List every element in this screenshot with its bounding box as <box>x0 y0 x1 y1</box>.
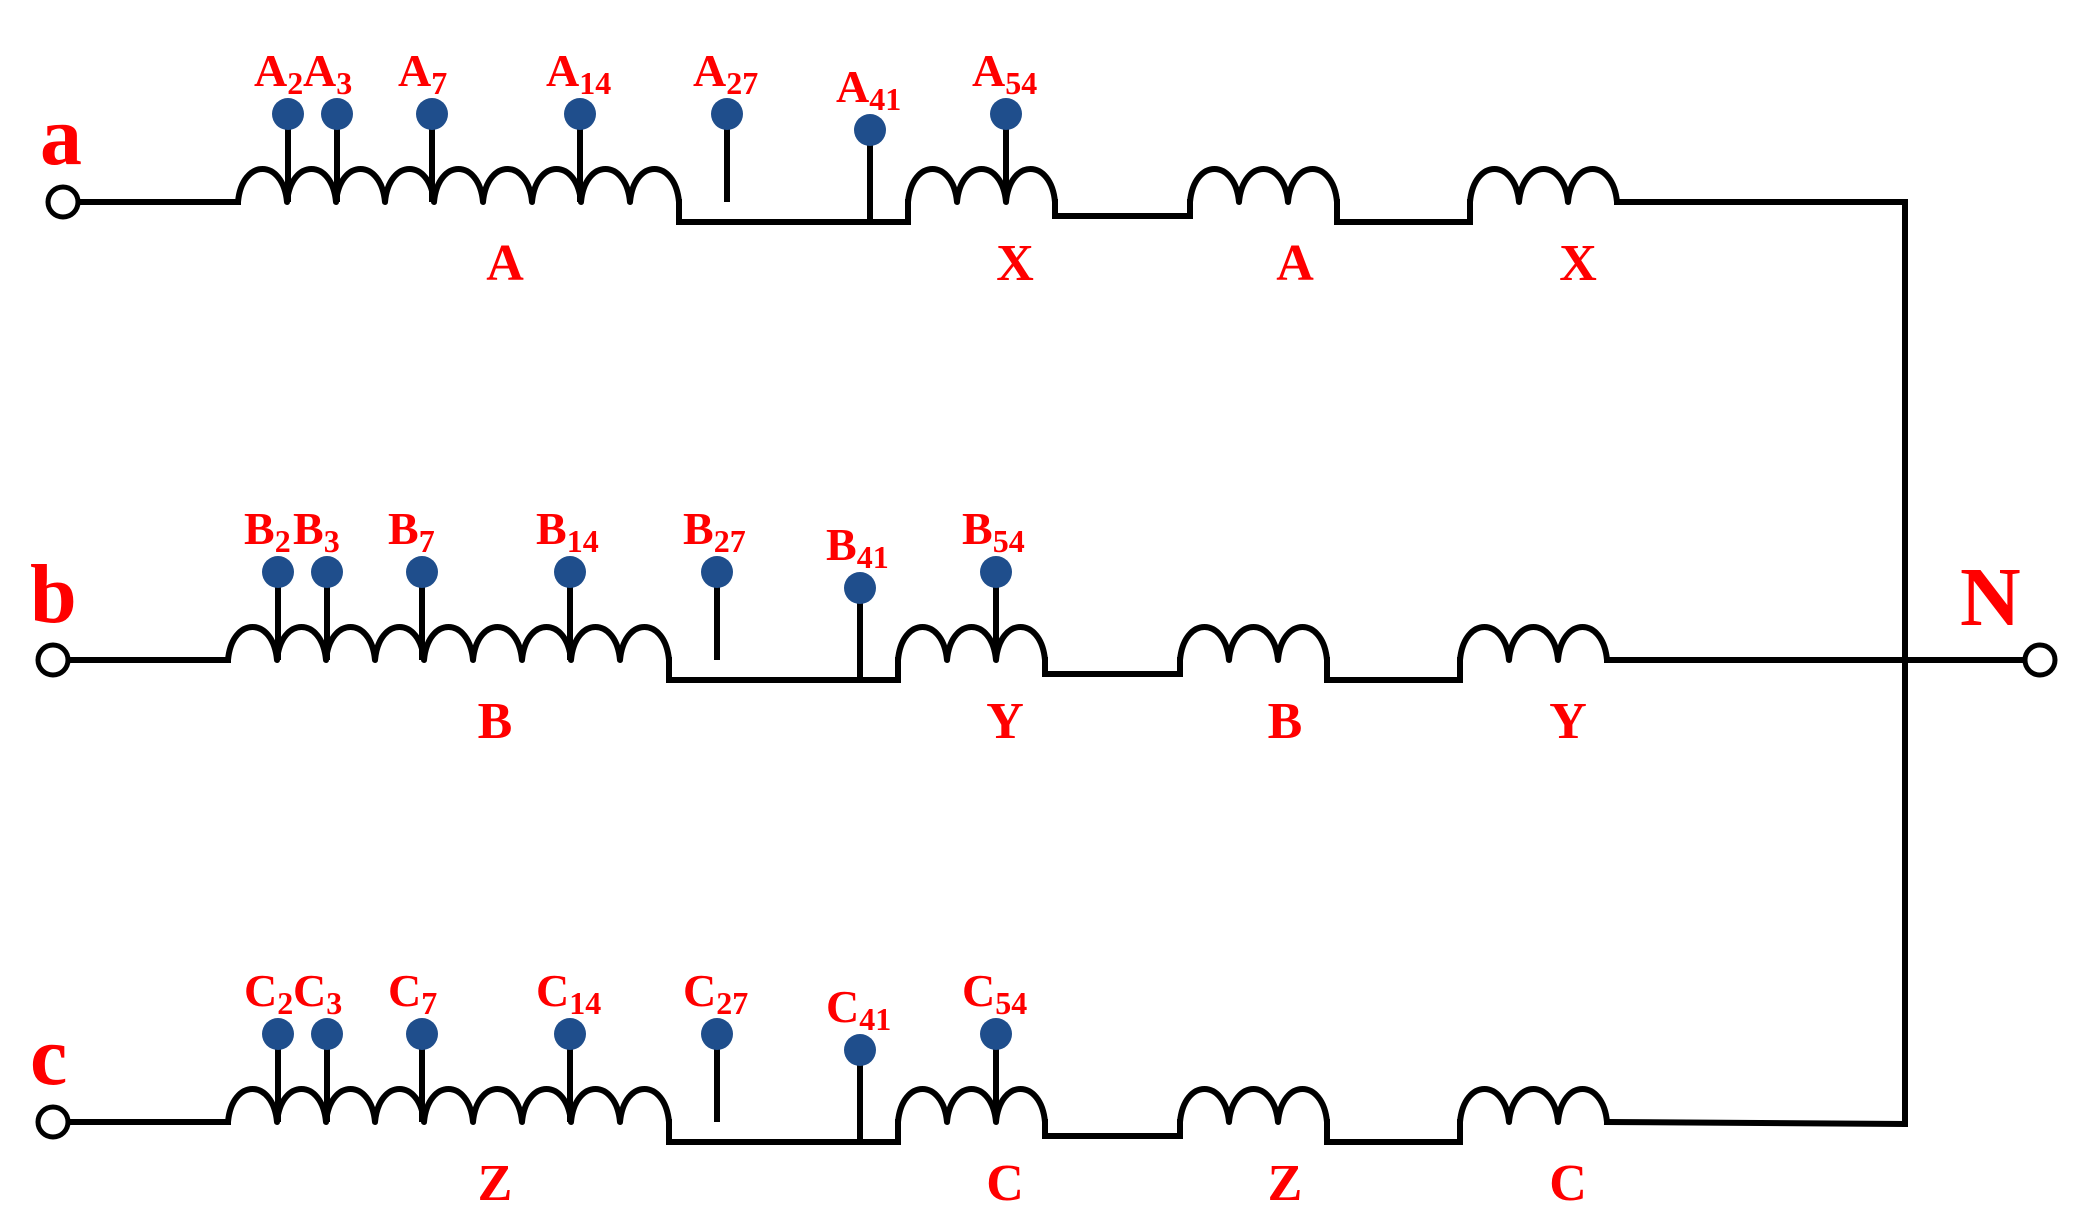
coil-a-4 <box>1467 166 1620 205</box>
tap-dot-B54 <box>980 556 1012 588</box>
tap-dot-A14 <box>564 98 596 130</box>
tap-label-A54: A54 <box>972 45 1037 101</box>
tap-dot-C54 <box>980 1018 1012 1050</box>
tap-dot-C2 <box>262 1018 294 1050</box>
tap-dot-A3 <box>321 98 353 130</box>
link-2-b <box>1042 657 1183 677</box>
tap-dot-B7 <box>406 556 438 588</box>
wiring <box>65 199 2028 1145</box>
phase-label-c: c <box>30 1010 67 1103</box>
link-1-c <box>666 1119 901 1145</box>
phase-label-a: a <box>40 90 82 183</box>
coil-b-2 <box>895 624 1048 663</box>
tap-label-C7: C7 <box>388 965 437 1021</box>
winding-label-c-3: Z <box>1268 1155 1303 1212</box>
tap-label-B54: B54 <box>962 503 1025 559</box>
winding-label-a-2: X <box>996 235 1034 292</box>
tap-dot-C7 <box>406 1018 438 1050</box>
tap-label-B2: B2 <box>244 503 291 559</box>
tap-label-A41: A41 <box>836 61 901 117</box>
tap-label-C3: C3 <box>293 965 342 1021</box>
coil-b-3 <box>1177 624 1330 663</box>
coil-a-2 <box>905 166 1058 205</box>
coil-b-1 <box>225 624 672 663</box>
coils <box>225 166 1620 1125</box>
tap-dot-C41 <box>844 1034 876 1066</box>
winding-label-b-4: Y <box>1549 693 1587 750</box>
winding-label-c-4: C <box>1549 1155 1587 1212</box>
tap-label-A14: A14 <box>546 45 611 101</box>
tap-label-A3: A3 <box>303 45 352 101</box>
winding-label-a-3: A <box>1276 235 1314 292</box>
terminals <box>35 184 2058 1140</box>
tap-dot-B27 <box>701 556 733 588</box>
tap-label-B14: B14 <box>536 503 599 559</box>
terminal-n <box>2022 642 2058 678</box>
tap-label-A27: A27 <box>693 45 758 101</box>
coil-c-4 <box>1457 1086 1610 1125</box>
tap-label-C2: C2 <box>244 965 293 1021</box>
tap-label-C54: C54 <box>962 965 1027 1021</box>
tap-label-B27: B27 <box>683 503 746 559</box>
link-1-a <box>676 199 911 225</box>
coil-c-3 <box>1177 1086 1330 1125</box>
winding-label-c-1: Z <box>478 1155 513 1212</box>
link-3-b <box>1324 657 1463 683</box>
link-1-b <box>666 657 901 683</box>
tap-label-B3: B3 <box>293 503 340 559</box>
tap-dot-C27 <box>701 1018 733 1050</box>
phase-label-b: b <box>30 548 77 641</box>
winding-label-c-2: C <box>986 1155 1024 1212</box>
tap-dot-A27 <box>711 98 743 130</box>
tap-dot-A7 <box>416 98 448 130</box>
tap-dot-B3 <box>311 556 343 588</box>
winding-label-a-1: A <box>486 235 524 292</box>
terminal-a <box>45 184 81 220</box>
tap-dot-B2 <box>262 556 294 588</box>
coil-a-3 <box>1187 166 1340 205</box>
tap-dot-A2 <box>272 98 304 130</box>
tap-dot-B41 <box>844 572 876 604</box>
coil-b-4 <box>1457 624 1610 663</box>
coil-c-2 <box>895 1086 1048 1125</box>
tap-dot-A41 <box>854 114 886 146</box>
winding-label-b-2: Y <box>986 693 1024 750</box>
tap-dot-C14 <box>554 1018 586 1050</box>
return-c <box>1603 1118 1909 1128</box>
coil-a-1 <box>235 166 682 205</box>
link-2-c <box>1042 1119 1183 1139</box>
tap-dot-C3 <box>311 1018 343 1050</box>
link-3-c <box>1324 1119 1463 1145</box>
link-3-a <box>1334 199 1473 225</box>
neutral-label: N <box>1960 551 2021 644</box>
tap-dot-B14 <box>554 556 586 588</box>
tap-label-A7: A7 <box>398 45 447 101</box>
tap-label-C27: C27 <box>683 965 748 1021</box>
winding-label-a-4: X <box>1559 235 1597 292</box>
tap-label-C14: C14 <box>536 965 601 1021</box>
tap-label-A2: A2 <box>254 45 303 101</box>
taps <box>262 98 1022 1142</box>
tap-dot-A54 <box>990 98 1022 130</box>
winding-label-b-1: B <box>478 693 513 750</box>
coil-c-1 <box>225 1086 672 1125</box>
terminal-b <box>35 642 71 678</box>
link-2-a <box>1052 199 1193 219</box>
tap-label-C41: C41 <box>826 981 891 1037</box>
tap-label-B41: B41 <box>826 519 889 575</box>
terminal-c <box>35 1104 71 1140</box>
winding-label-b-3: B <box>1268 693 1303 750</box>
tap-label-B7: B7 <box>388 503 435 559</box>
